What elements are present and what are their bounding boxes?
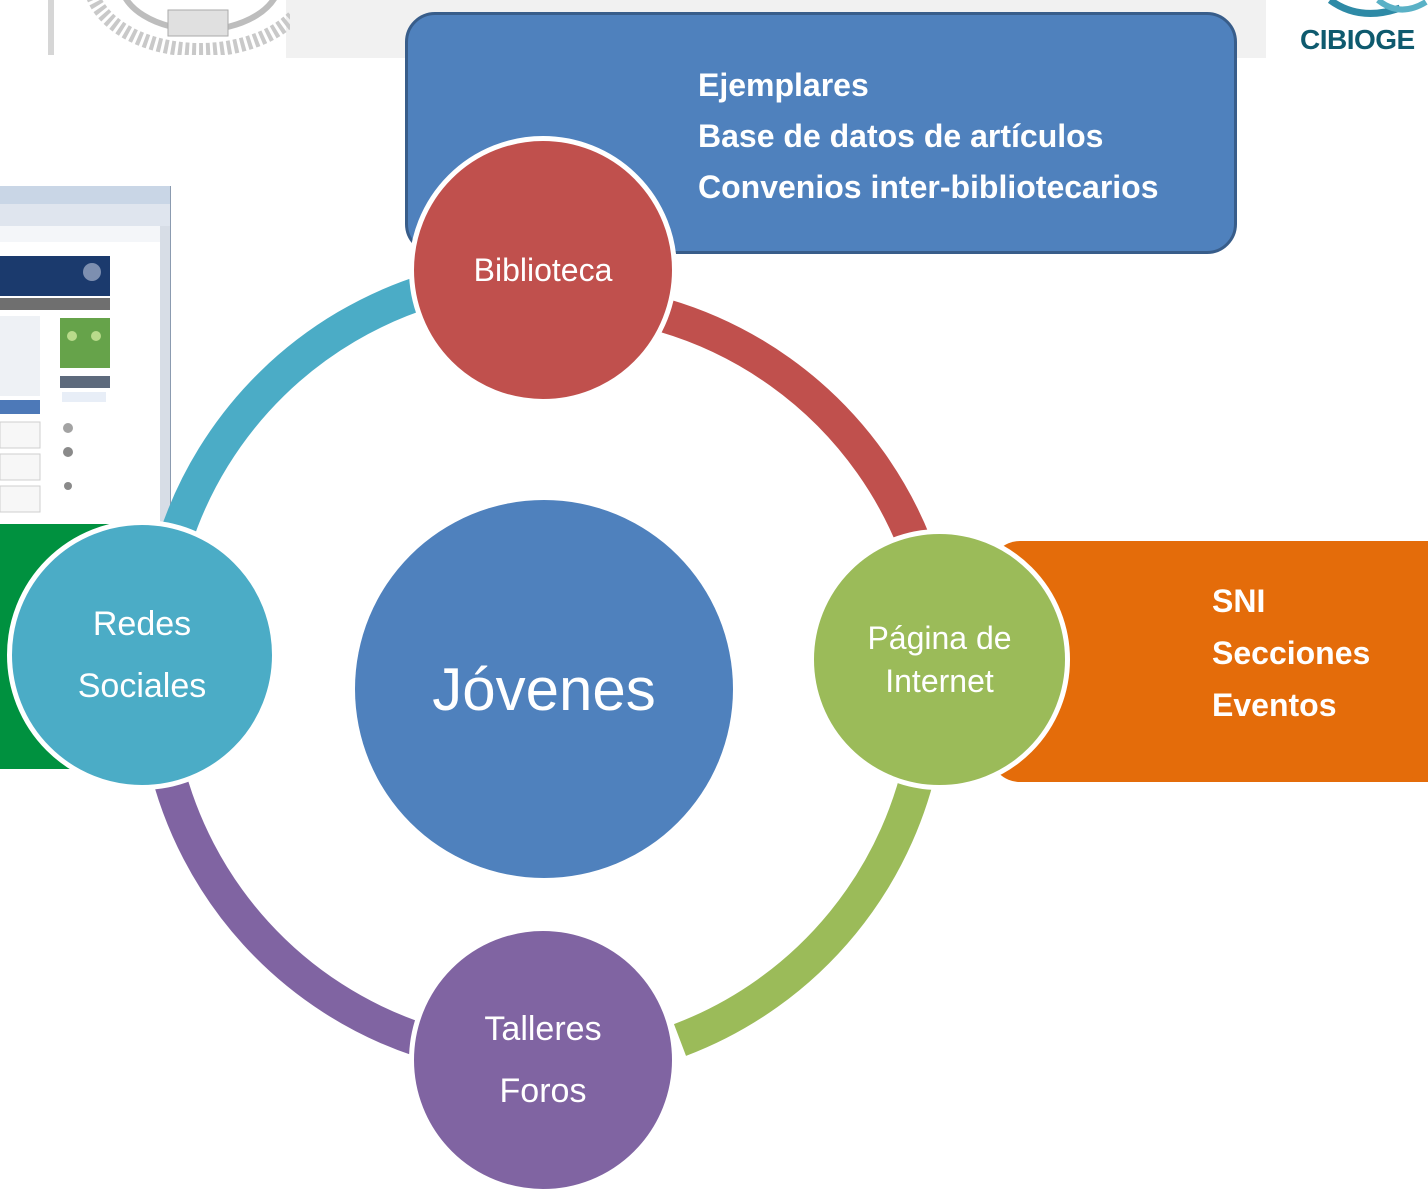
callout-right-line: SNI: [1212, 583, 1266, 619]
node-redes-sociales: Redes Sociales: [7, 520, 277, 790]
node-redes-label-line: Redes: [92, 605, 192, 643]
node-talleres-label-line: Foros: [499, 1072, 587, 1110]
node-redes-label-line: Sociales: [77, 667, 207, 705]
website-screenshot-thumbnail: [0, 186, 171, 530]
callout-top-text: Ejemplares Base de datos de artículos Co…: [698, 60, 1159, 213]
cibiogem-logo: CIBIOGE: [1290, 0, 1428, 70]
seal-logo: [48, 0, 290, 55]
callout-top-line: Base de datos de artículos: [698, 118, 1104, 154]
node-biblioteca: Biblioteca: [409, 136, 677, 404]
callout-right-line: Eventos: [1212, 687, 1337, 723]
callout-top-line: Convenios inter-bibliotecarios: [698, 169, 1159, 205]
callout-top-line: Ejemplares: [698, 67, 869, 103]
node-talleres-label-line: Talleres: [484, 1010, 602, 1048]
node-jovenes: Jóvenes: [355, 500, 733, 878]
callout-right-line: Secciones: [1212, 635, 1371, 671]
callout-right-text: SNI Secciones Eventos: [1212, 575, 1370, 731]
cibiogem-logo-text: CIBIOGE: [1300, 24, 1415, 55]
ring-arc-bottom-left: [148, 756, 426, 1057]
ring-arc-left-top: [158, 273, 435, 546]
callout-biblioteca-details: Ejemplares Base de datos de artículos Co…: [405, 12, 1237, 254]
node-pagina-label-line: Página de: [867, 619, 1012, 656]
node-pagina-de-internet: Página de Internet: [809, 529, 1070, 790]
node-jovenes-label: Jóvenes: [432, 655, 656, 723]
ring-arc-right-bottom: [673, 737, 942, 1056]
node-pagina-label-line: Internet: [885, 662, 994, 699]
node-biblioteca-label: Biblioteca: [473, 251, 613, 288]
node-talleres-foros: Talleres Foros: [409, 926, 677, 1194]
